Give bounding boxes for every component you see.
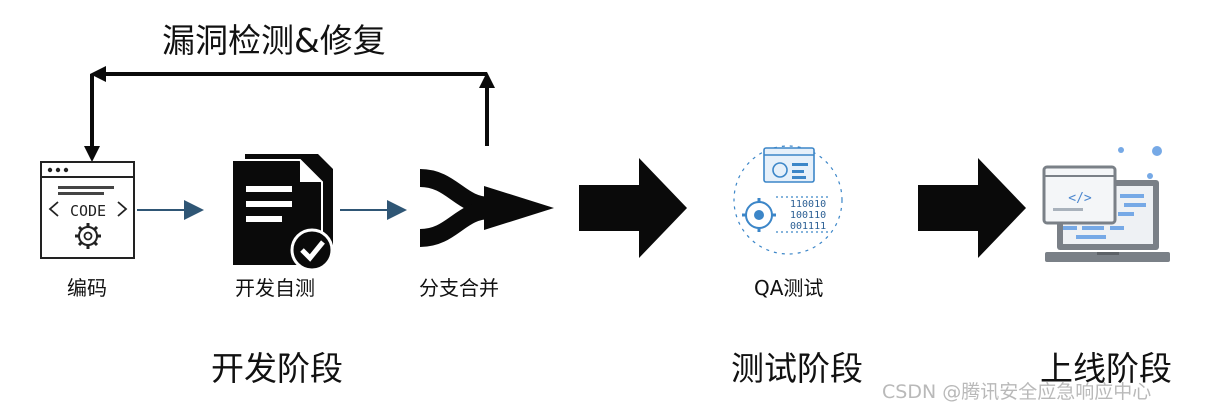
feedback-loop-title: 漏洞检测&修复	[162, 21, 386, 60]
code-window-icon: CODE	[40, 161, 135, 259]
document-check-icon	[231, 154, 334, 272]
binary-line-1: 110010	[790, 199, 826, 210]
step-label-qa: QA测试	[754, 276, 824, 300]
phase-label-release: 上线阶段	[1040, 349, 1172, 388]
laptop-code-icon: </>	[1042, 146, 1170, 262]
phase-label-test: 测试阶段	[731, 349, 863, 388]
phase-label-dev: 开发阶段	[211, 349, 343, 388]
feedback-loop-arrow	[84, 66, 495, 162]
step-label-selftest: 开发自测	[235, 276, 315, 300]
binary-line-2: 100110	[790, 210, 826, 221]
laptop-code-symbol: </>	[1068, 191, 1092, 206]
merge-icon	[419, 169, 554, 247]
binary-line-3: 001111	[790, 221, 826, 232]
stage-arrow-1	[579, 158, 687, 258]
stage-arrow-2	[918, 158, 1026, 258]
watermark-text: CSDN @腾讯安全应急响应中心	[882, 381, 1152, 403]
step-label-merge: 分支合并	[419, 276, 499, 300]
step-label-coding: 编码	[67, 276, 107, 300]
code-text: CODE	[70, 202, 106, 220]
qa-test-icon: 110010 100110 001111	[733, 145, 843, 255]
